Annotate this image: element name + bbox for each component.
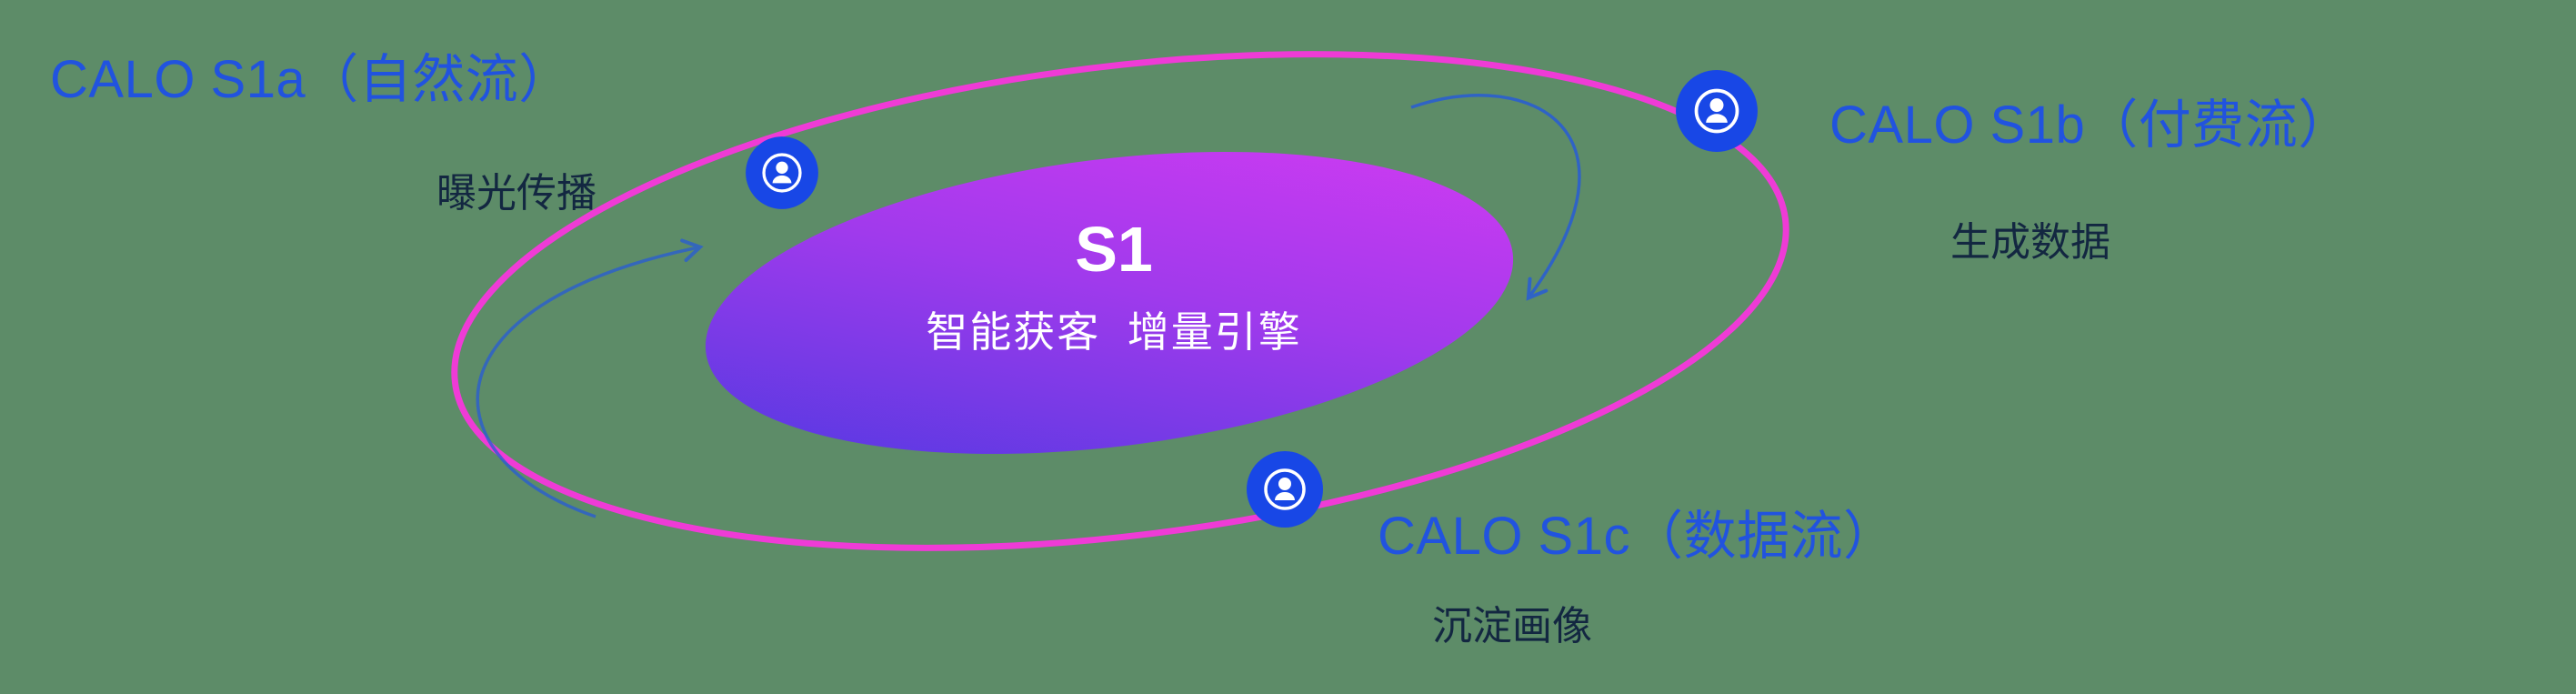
flow-arrow-top	[1410, 94, 1581, 301]
node-s1a-label: CALO S1a（自然流）	[50, 50, 572, 109]
node-s1b-sublabel: 生成数据	[1950, 220, 2110, 265]
node-s1b-label: CALO S1b（付费流）	[1829, 96, 2351, 155]
node-s1c-label: CALO S1c（数据流）	[1378, 507, 1897, 566]
node-s1b-person-icon	[1674, 68, 1759, 154]
core-ellipse	[705, 151, 1514, 455]
node-s1c-person-icon	[1245, 449, 1325, 529]
core-subtitle: 智能获客 增量引擎	[926, 308, 1302, 356]
orbit-ring	[451, 51, 1789, 551]
node-s1a-person-icon	[744, 135, 820, 211]
core-title: S1	[1075, 214, 1153, 285]
node-s1a-sublabel: 曝光传播	[436, 171, 596, 216]
flow-arrow-left	[476, 238, 704, 518]
core-text: S1 智能获客 增量引擎	[926, 215, 1302, 359]
node-s1c-sublabel: 沉淀画像	[1432, 604, 1592, 649]
